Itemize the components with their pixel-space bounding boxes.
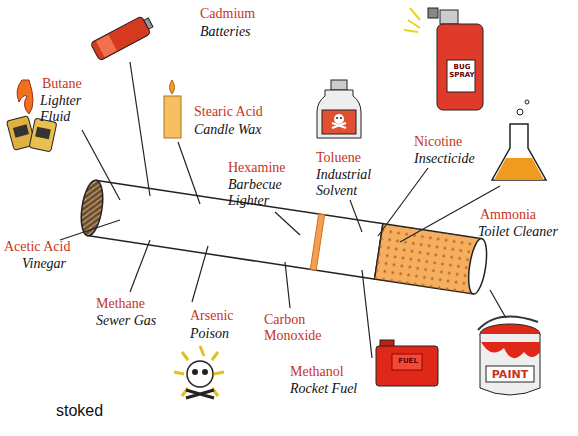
chemical-name: Acetic Acid	[4, 239, 94, 255]
chemical-name: Methane	[96, 296, 176, 312]
candle-icon	[164, 80, 181, 138]
chemical-name: Butane	[42, 76, 102, 92]
product-name: Sewer Gas	[96, 313, 176, 329]
product-name: Vinegar	[22, 256, 92, 272]
product-name: Poison	[190, 326, 260, 342]
battery-icon	[90, 14, 155, 61]
poison-sign-icon	[174, 346, 224, 398]
chemical-name: Cadmium	[200, 6, 290, 22]
paint-can-icon	[478, 317, 540, 395]
product-name: Candle Wax	[194, 122, 294, 138]
product-name: Toilet Cleaner	[478, 224, 574, 240]
product-name: Industrial Solvent	[316, 167, 390, 199]
chemical-name: Toluene	[316, 150, 396, 166]
product-name: Barbecue Lighter	[228, 177, 300, 209]
cigarette	[78, 179, 490, 295]
chemical-name: Hexamine	[228, 160, 318, 176]
chemical-name: Stearic Acid	[194, 104, 294, 120]
product-name: Lighter Fluid	[40, 93, 90, 125]
chemical-name: Ammonia	[480, 207, 570, 223]
icon-label: PAINT	[488, 369, 532, 382]
fuel-can-icon	[376, 340, 438, 386]
chemical-name: Arsenic	[190, 308, 260, 324]
chemical-name: Nicotine	[414, 134, 494, 150]
bug-spray-icon	[404, 8, 483, 110]
solvent-bottle-icon	[317, 80, 361, 138]
icon-label: FUEL	[394, 357, 422, 365]
chemical-name: Carbon Monoxide	[264, 312, 344, 344]
product-name: Batteries	[200, 24, 290, 40]
product-name: Insecticide	[414, 151, 494, 167]
icon-label: BUG SPRAY	[449, 63, 475, 79]
product-name: Rocket Fuel	[290, 381, 380, 397]
flask-icon	[492, 100, 546, 180]
chemical-name: Methanol	[290, 364, 370, 380]
watermark: stoked	[56, 402, 136, 420]
